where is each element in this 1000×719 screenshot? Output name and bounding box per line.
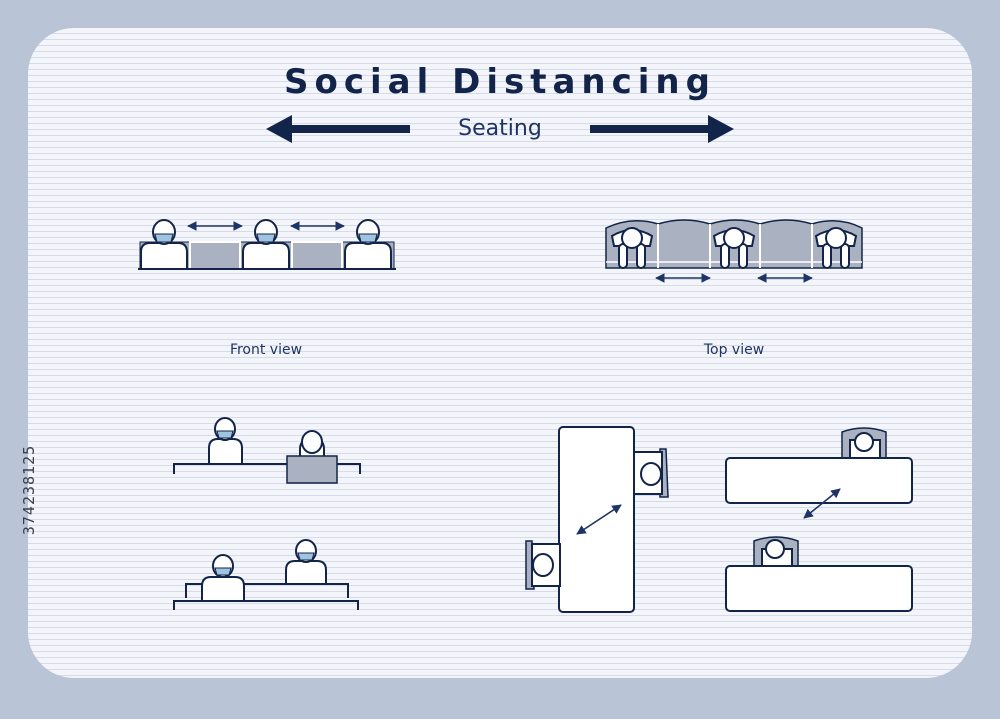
top-person-3 [814, 227, 858, 269]
caption-front-view: Front view [229, 342, 303, 358]
front-desk-scene-2 [173, 539, 359, 610]
page-title: Social Distancing [284, 62, 716, 102]
caption-top-view: Top view [703, 342, 765, 358]
right-arrow-icon [590, 115, 734, 143]
left-arrow-icon [266, 115, 410, 143]
front-person-2 [242, 219, 290, 270]
front-desk-scene-1 [173, 417, 361, 484]
front-person-3 [344, 219, 392, 270]
distance-arrow-icon [803, 488, 841, 519]
distance-arrow-icon [576, 504, 622, 535]
page-subtitle: Seating [458, 116, 542, 141]
front-person-1 [140, 219, 188, 270]
top-person-2 [712, 227, 756, 269]
top-facing-tables-scene [725, 427, 913, 612]
top-person-1 [610, 227, 654, 269]
illustration-panel [28, 28, 972, 678]
top-long-table-scene [525, 426, 669, 613]
